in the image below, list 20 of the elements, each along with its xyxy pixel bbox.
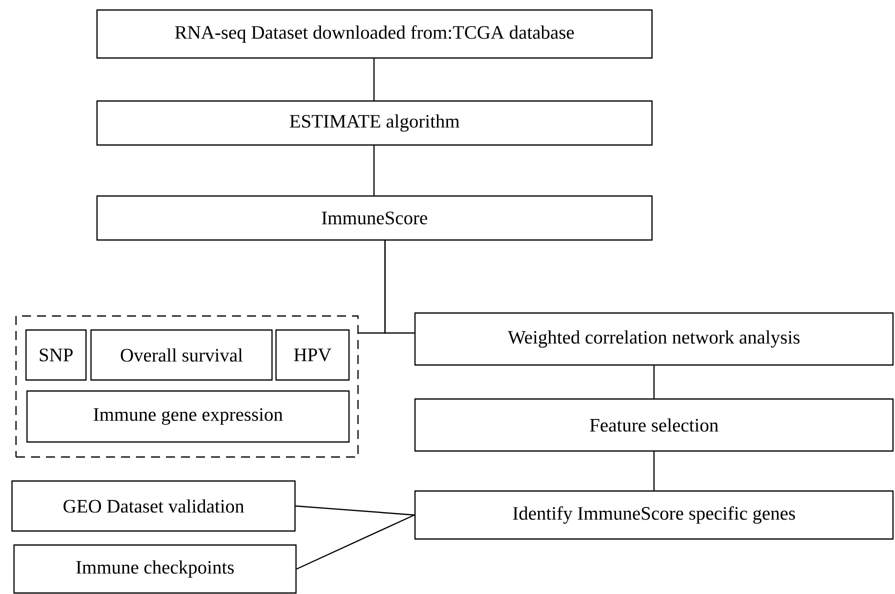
connector-line <box>296 514 415 570</box>
connector-line <box>653 366 655 398</box>
process-box: RNA-seq Dataset downloaded from:TCGA database <box>96 9 653 59</box>
item-box: Overall survival <box>90 329 273 381</box>
process-box: Weighted correlation network analysis <box>414 312 894 366</box>
process-box: ESTIMATE algorithm <box>96 100 653 146</box>
connector-line <box>373 146 375 196</box>
process-box: ImmuneScore <box>96 195 653 241</box>
connector-line <box>653 452 655 490</box>
process-box: Immune checkpoints <box>13 544 297 594</box>
item-box: SNP <box>25 329 87 381</box>
group-box <box>15 315 359 458</box>
connector-line <box>296 505 414 516</box>
item-box: Immune gene expression <box>26 390 350 443</box>
connector-line <box>373 58 375 100</box>
process-box: GEO Dataset validation <box>11 480 296 532</box>
item-box: HPV <box>275 329 350 381</box>
connector-line <box>384 240 414 334</box>
process-box: Identify ImmuneScore specific genes <box>414 490 894 540</box>
process-box: Feature selection <box>414 398 894 452</box>
